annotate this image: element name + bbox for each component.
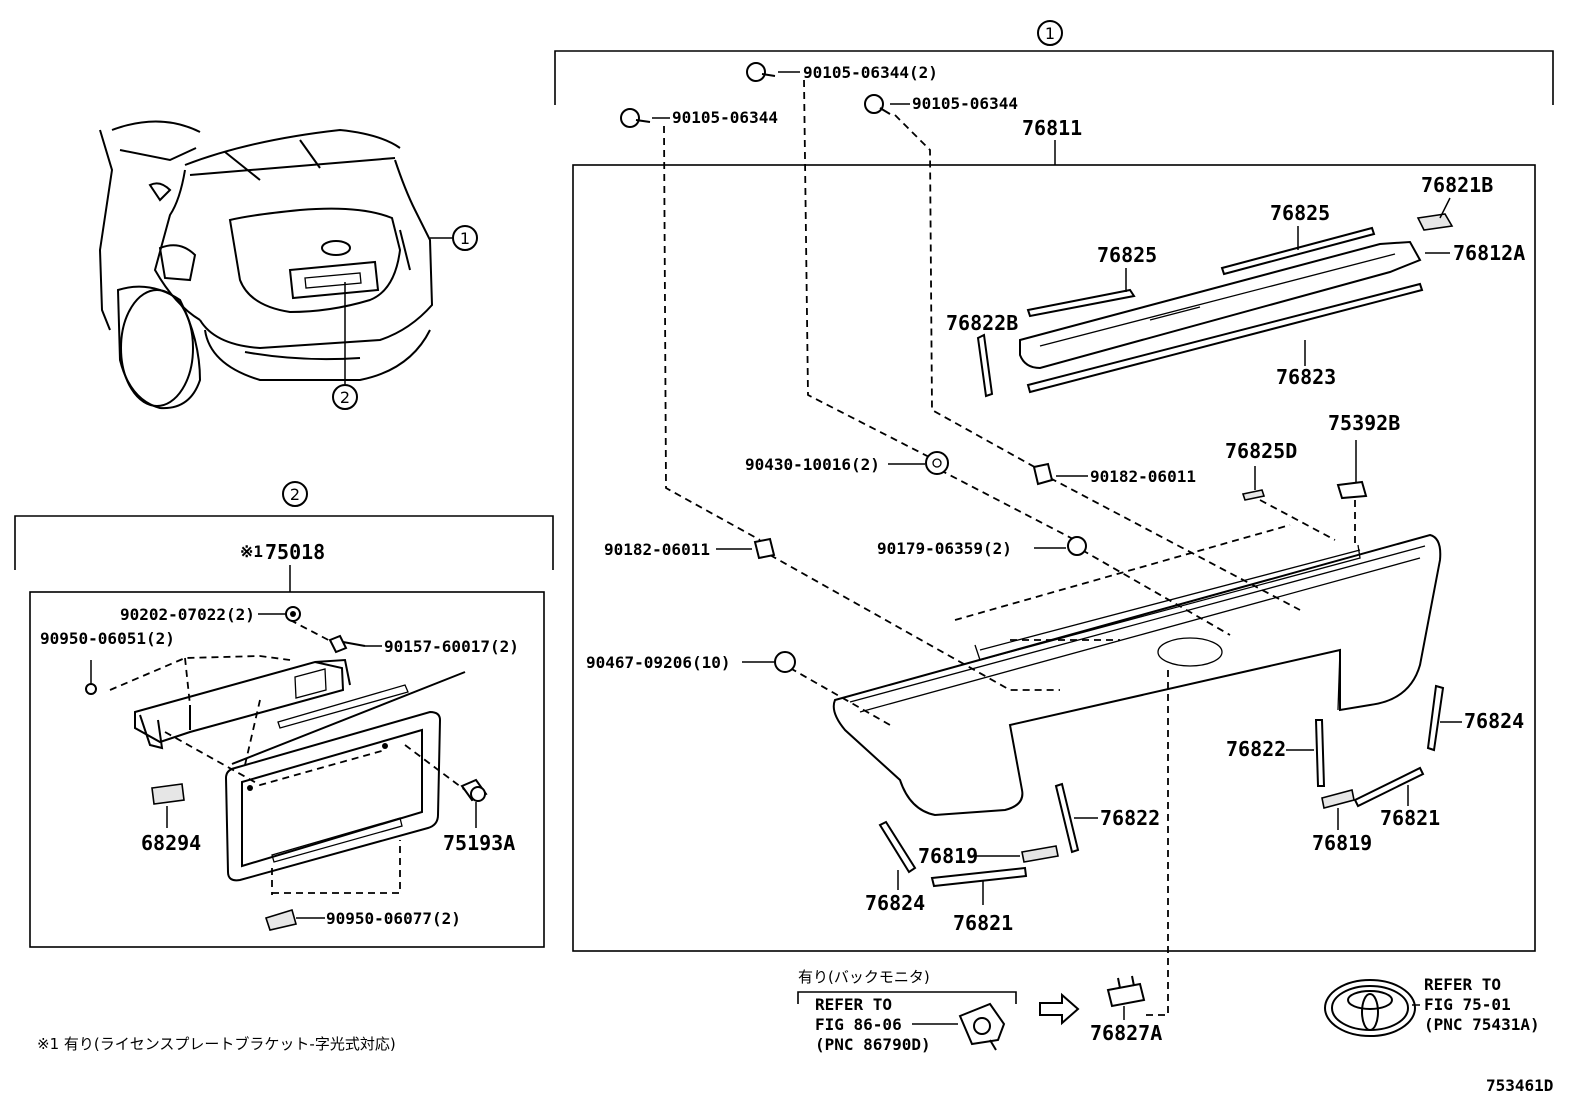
- bolt-90105-06344-2: [746, 62, 776, 82]
- refer-emblem-line1: REFER TO: [1424, 975, 1501, 994]
- label-68294: 68294: [141, 831, 201, 855]
- label-76827A: 76827A: [1090, 1021, 1162, 1045]
- label-76823: 76823: [1276, 365, 1336, 389]
- label-90467-09206-10: 90467-09206(10): [586, 653, 731, 672]
- plate-bracket: [109, 655, 351, 750]
- label-75018-mark: ※1: [240, 542, 263, 561]
- label-76825D: 76825D: [1225, 439, 1297, 463]
- label-76825-left: 76825: [1097, 243, 1157, 267]
- nut-90182-06011-right: [1032, 462, 1054, 486]
- label-90105-06344-left: 90105-06344: [672, 108, 778, 127]
- refer-monitor-bracket: [797, 991, 1017, 1004]
- section-2-bracket: [14, 515, 554, 570]
- label-75193A: 75193A: [443, 831, 515, 855]
- label-76819-left: 76819: [918, 844, 978, 868]
- strip-76821-left: [930, 866, 1028, 888]
- strip-76824-left: [878, 820, 917, 874]
- bulb-75193A: [460, 778, 488, 802]
- label-90105-06344-right: 90105-06344: [912, 94, 1018, 113]
- back-camera-86790D: [958, 1002, 1006, 1051]
- pad-90950-06077: [264, 908, 298, 931]
- pad-68294: [151, 783, 185, 805]
- clip-76822B: [976, 333, 994, 398]
- label-76821-right: 76821: [1380, 806, 1440, 830]
- pad-76819-right: [1321, 789, 1355, 809]
- label-90179-06359-2: 90179-06359(2): [877, 539, 1012, 558]
- label-90182-06011-left: 90182-06011: [604, 540, 710, 559]
- strip-76825-right: [1220, 226, 1376, 276]
- bolt-90105-06344-left: [620, 108, 651, 128]
- callout-2-car: 2: [340, 388, 350, 407]
- refer-emblem-line3: (PNC 75431A): [1424, 1015, 1540, 1034]
- label-75018: 75018: [265, 540, 325, 564]
- figure-code: 753461D: [1486, 1076, 1553, 1095]
- back-door-garnish: [832, 533, 1442, 817]
- label-90950-06077-2: 90950-06077(2): [326, 909, 461, 928]
- callout-1-section: 1: [1045, 24, 1055, 43]
- label-75392B: 75392B: [1328, 411, 1400, 435]
- section-1-frame: [572, 164, 1536, 952]
- strip-76825-left: [1026, 288, 1136, 318]
- label-76822B: 76822B: [946, 311, 1018, 335]
- clip-90467-09206: [774, 651, 796, 673]
- label-90202-07022-2: 90202-07022(2): [120, 605, 255, 624]
- label-90950-06051-2: 90950-06051(2): [40, 629, 175, 648]
- label-76824-right: 76824: [1464, 709, 1524, 733]
- clip-90179-06359: [1067, 536, 1087, 556]
- refer-monitor-line3: (PNC 86790D): [815, 1035, 931, 1054]
- refer-monitor-header: 有り(バックモニタ): [798, 968, 930, 986]
- pad-76819-left: [1021, 845, 1059, 863]
- label-76819-right: 76819: [1312, 831, 1372, 855]
- car-rear-illustration: [98, 120, 434, 410]
- nut-90182-06011-left: [753, 537, 776, 560]
- strip-76822-right: [1314, 719, 1326, 787]
- label-76822-mid: 76822: [1100, 806, 1160, 830]
- label-76812A: 76812A: [1453, 241, 1525, 265]
- pad-76825D: [1241, 489, 1266, 501]
- label-76824-left: 76824: [865, 891, 925, 915]
- grommet-90430-10016: [925, 451, 949, 475]
- screw-90157-60017: [328, 634, 366, 654]
- label-90182-06011-right: 90182-06011: [1090, 467, 1196, 486]
- label-90105-06344-2: 90105-06344(2): [803, 63, 938, 82]
- refer-monitor-line1: REFER TO: [815, 995, 892, 1014]
- arrow-icon: [1039, 992, 1080, 1026]
- bolt-90105-06344-right: [864, 94, 891, 115]
- pad-76821B: [1416, 213, 1454, 231]
- bracket-76827A: [1106, 975, 1146, 1008]
- label-76825-right: 76825: [1270, 201, 1330, 225]
- label-90157-60017-2: 90157-60017(2): [384, 637, 519, 656]
- strip-76823: [1026, 282, 1424, 394]
- callout-2-section: 2: [290, 485, 300, 504]
- strip-76822-mid: [1054, 782, 1080, 854]
- label-90430-10016-2: 90430-10016(2): [745, 455, 880, 474]
- plate-frame: [224, 671, 466, 882]
- refer-monitor-line2: FIG 86-06: [815, 1015, 902, 1034]
- callout-1-car: 1: [460, 229, 470, 248]
- label-76821-left: 76821: [953, 911, 1013, 935]
- clip-90950-06051: [85, 683, 97, 695]
- clip-75392B: [1336, 480, 1368, 500]
- label-76811: 76811: [1022, 116, 1082, 140]
- label-76821B: 76821B: [1421, 173, 1493, 197]
- strip-76824-right: [1426, 684, 1445, 752]
- label-76822-right: 76822: [1226, 737, 1286, 761]
- spoiler-76812A: [1019, 240, 1422, 370]
- section-1-bracket: [554, 50, 1554, 105]
- strip-76821-right: [1353, 766, 1425, 808]
- toyota-emblem-icon: [1324, 979, 1416, 1037]
- footnote: ※1 有り(ライセンスプレートブラケット-字光式対応): [37, 1035, 396, 1053]
- section-2-frame: [29, 591, 545, 948]
- refer-emblem-line2: FIG 75-01: [1424, 995, 1511, 1014]
